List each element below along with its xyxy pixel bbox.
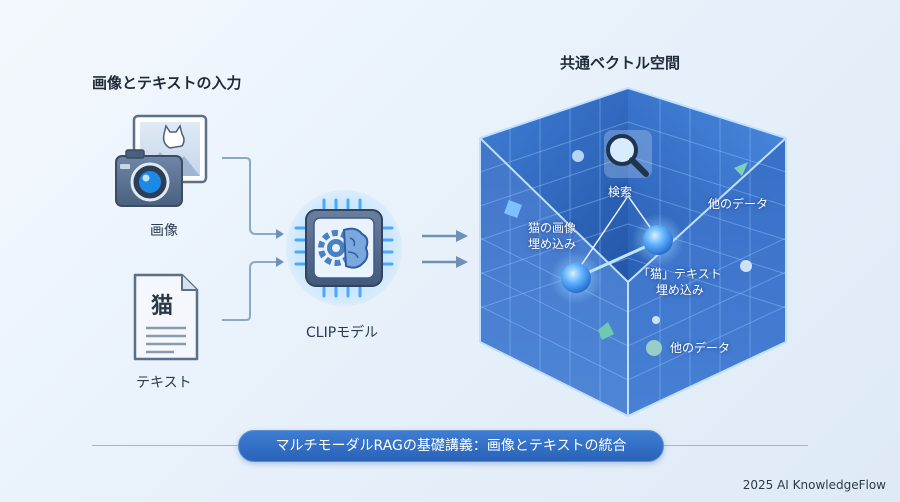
cube-back-left-face [480, 88, 628, 282]
copyright: 2025 AI KnowledgeFlow [742, 478, 886, 492]
cat-text-label-line1: 「猫」テキスト [638, 267, 722, 281]
image-label: 画像 [150, 223, 178, 239]
cat-image-label-line1: 猫の画像 [528, 221, 577, 235]
cat-image-embedding-label: 猫の画像 埋め込み [528, 220, 576, 252]
text-to-model-connector [222, 261, 276, 321]
input-section-title: 画像とテキストの入力 [92, 74, 242, 92]
cube-data-icon [504, 200, 522, 218]
text-document-icon: 猫 [132, 272, 200, 362]
data-point-icon [740, 260, 752, 272]
document-glyph: 猫 [150, 294, 173, 319]
title-banner: マルチモーダルRAGの基礎講義：画像とテキストの統合 [238, 430, 664, 462]
vector-space-title: 共通ベクトル空間 [560, 54, 681, 72]
cat-silhouette-icon [162, 124, 185, 149]
data-point-icon [646, 340, 662, 356]
triangle-data-icon [734, 162, 748, 176]
input-connectors [222, 157, 284, 321]
image-to-model-connector [222, 157, 276, 235]
image-input-icon [115, 114, 208, 207]
cat-text-embedding-node [643, 225, 673, 255]
cat-image-label-line2: 埋め込み [528, 237, 577, 251]
arrow-head-icon [456, 256, 468, 268]
search-icon [604, 130, 652, 178]
diamond-data-icon [598, 322, 614, 340]
data-point-icon [572, 150, 584, 162]
cat-image-embedding-node [561, 263, 591, 293]
cube-right-lower-face [628, 138, 786, 416]
arrow-head-icon [276, 229, 284, 239]
model-label: CLIPモデル [306, 325, 379, 341]
text-label: テキスト [136, 375, 192, 391]
banner-rule-right [662, 445, 808, 446]
clip-model-chip [286, 190, 402, 306]
search-label: 検索 [608, 185, 633, 199]
cat-text-label-line2: 埋め込み [655, 283, 704, 297]
other-data-label-1: 他のデータ [708, 197, 769, 211]
model-to-space-arrows [422, 230, 468, 268]
vector-space-cube [479, 86, 787, 418]
arrow-head-icon [276, 257, 284, 267]
banner-rule-left [92, 445, 238, 446]
brain-icon [342, 227, 369, 269]
arrow-head-icon [456, 230, 468, 242]
data-point-icon [652, 316, 660, 324]
cat-text-embedding-label: 「猫」テキスト 埋め込み [638, 266, 722, 298]
other-data-label-2: 他のデータ [670, 341, 731, 355]
